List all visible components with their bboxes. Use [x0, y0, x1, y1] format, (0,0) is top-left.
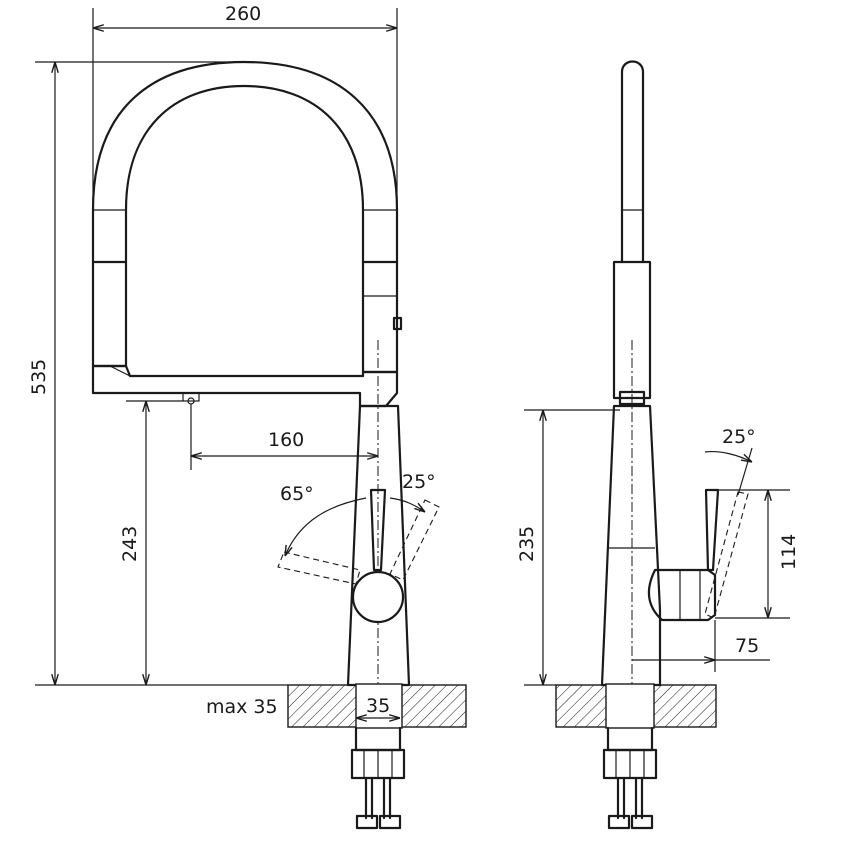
side-view: 25° 235 114 75: [516, 60, 800, 830]
side-hose: [620, 60, 645, 264]
spray-head: [361, 260, 399, 374]
front-lever: [369, 488, 387, 572]
max-thickness-label: max 35: [206, 696, 278, 718]
front-hose-outer: [91, 60, 399, 264]
spout-height-label: 243: [119, 526, 141, 562]
side-lever-height-label: 114: [778, 534, 800, 570]
mount-hole-label: 35: [366, 695, 390, 717]
side-lever: [704, 488, 720, 572]
width-label: 260: [225, 3, 261, 25]
spout-reach-label: 160: [268, 429, 304, 451]
side-lever-angle-label: 25°: [722, 426, 756, 448]
lever-angle-left-label: 65°: [280, 483, 314, 505]
front-spout: [91, 364, 399, 408]
lever-knob: [351, 570, 405, 624]
side-lever-depth-label: 75: [735, 635, 759, 657]
front-view: 65° 25° 260 535 243: [28, 3, 467, 830]
left-holder: [91, 260, 128, 368]
side-body: [600, 404, 662, 687]
lever-angle-right-label: 25°: [402, 471, 436, 493]
side-body-height-label: 235: [516, 526, 538, 562]
height-label: 535: [28, 359, 50, 395]
side-lever-housing: [647, 568, 717, 622]
front-hose-inner: [124, 84, 365, 264]
